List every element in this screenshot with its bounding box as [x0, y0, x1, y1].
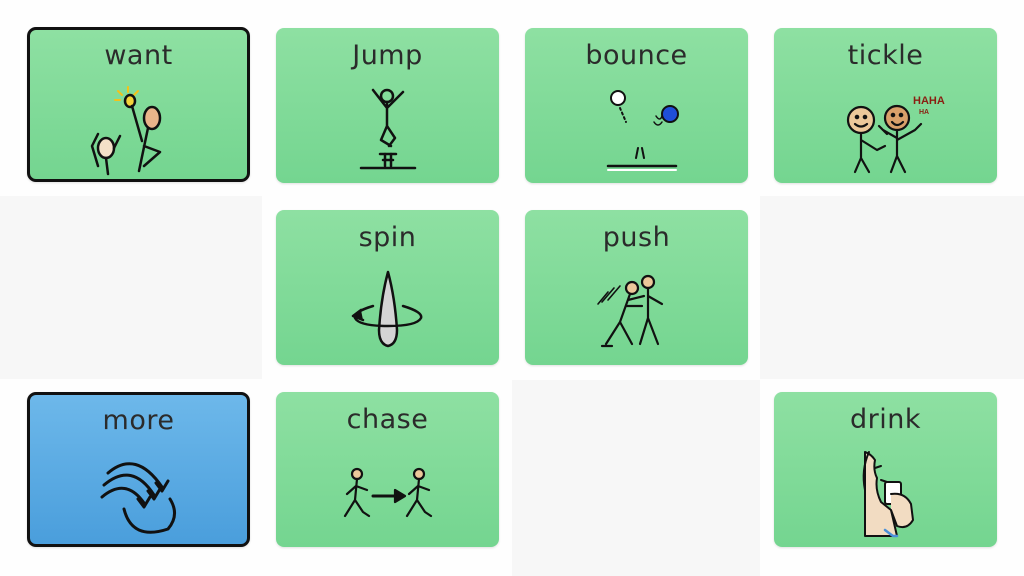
- chase-symbol-icon: [343, 467, 432, 518]
- tile-label: drink: [850, 404, 921, 435]
- spin-symbol-icon: [351, 270, 422, 348]
- tile-push[interactable]: push: [525, 210, 748, 365]
- tile-drink[interactable]: drink: [774, 392, 997, 547]
- tile-spin[interactable]: spin: [276, 210, 499, 365]
- drink-symbol-icon: [862, 451, 914, 538]
- tile-label: more: [102, 405, 175, 436]
- want-symbol-icon: [90, 86, 161, 176]
- empty-cell: [760, 196, 1024, 379]
- tile-jump[interactable]: Jump: [276, 28, 499, 183]
- tile-label: spin: [358, 222, 417, 253]
- empty-cell: [512, 380, 760, 576]
- push-symbol-icon: [596, 274, 663, 348]
- tile-label: push: [602, 222, 671, 253]
- tile-label: want: [104, 40, 173, 71]
- tile-tickle[interactable]: tickle HAHA HA: [774, 28, 997, 183]
- laugh-text: HAHA: [913, 95, 945, 107]
- tile-more[interactable]: more: [27, 392, 250, 547]
- jump-symbol-icon: [359, 88, 416, 170]
- tile-want[interactable]: want: [27, 27, 250, 182]
- tile-label: Jump: [352, 40, 423, 71]
- tickle-symbol-icon: HAHA HA: [846, 95, 944, 174]
- tile-bounce[interactable]: bounce: [525, 28, 748, 183]
- laugh-small-text: HA: [919, 109, 929, 116]
- tile-chase[interactable]: chase: [276, 392, 499, 547]
- tile-label: bounce: [585, 40, 688, 71]
- more-symbol-icon: [100, 462, 176, 534]
- tile-label: tickle: [847, 40, 924, 71]
- tile-label: chase: [346, 404, 429, 435]
- bounce-symbol-icon: [606, 90, 679, 171]
- empty-cell: [0, 196, 262, 379]
